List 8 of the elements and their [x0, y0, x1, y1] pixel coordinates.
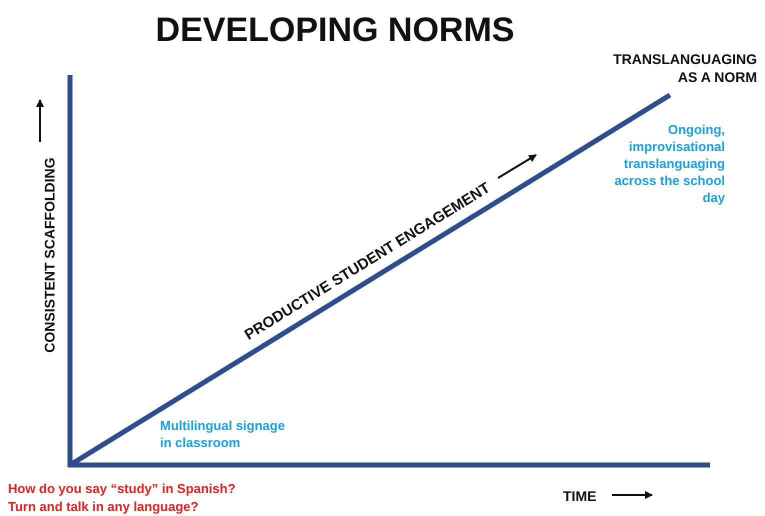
- stage-note: Multilingual signage in classroom: [160, 418, 286, 452]
- axis-title: CONSISTENT SCAFFOLDING: [40, 157, 59, 353]
- axis-title: TIME: [563, 487, 596, 506]
- stage-note: Ongoing, improvisational translanguaging across the school day: [613, 122, 725, 206]
- end-label: TRANSLANGUAGING AS A NORM: [612, 50, 757, 86]
- prompt-question: How do you say “study” in Spanish?: [8, 481, 236, 498]
- prompt-question: Turn and talk in any language?: [8, 499, 198, 516]
- title: DEVELOPING NORMS: [154, 10, 516, 51]
